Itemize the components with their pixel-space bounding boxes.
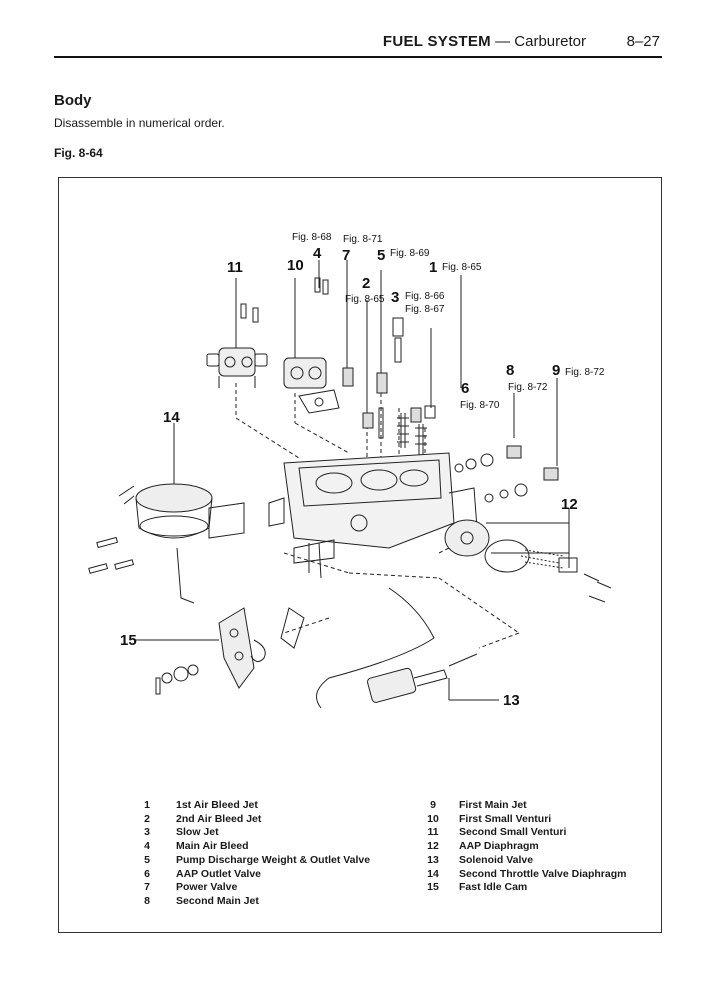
ref-fig-8-71: Fig. 8-71	[343, 234, 383, 245]
legend-number: 8	[144, 894, 150, 907]
legend-part-name: First Small Venturi	[459, 812, 552, 825]
legend-row: 1 1st Air Bleed Jet	[134, 799, 370, 813]
ref-fig-8-66: Fig. 8-66	[405, 291, 445, 302]
header-title: FUEL SYSTEM — Carburetor	[383, 33, 586, 50]
callout-12: 12	[561, 496, 578, 513]
leader-lines	[134, 260, 570, 701]
legend-row: 15 Fast Idle Cam	[421, 881, 626, 895]
legend-part-name: First Main Jet	[459, 799, 527, 811]
legend-number: 11	[427, 826, 439, 839]
page-number: 8–27	[626, 33, 660, 50]
legend-part-name: 1st Air Bleed Jet	[176, 799, 258, 811]
legend-number: 10	[427, 812, 439, 825]
legend-row: 3 Slow Jet	[134, 826, 370, 840]
ref-fig-8-70: Fig. 8-70	[460, 400, 500, 411]
legend-number: 1	[144, 799, 150, 811]
callout-8: 8	[506, 362, 514, 379]
legend-number: 2	[144, 812, 150, 825]
throttle-diaphragm-part	[88, 483, 245, 604]
first-small-venturi-part	[283, 277, 340, 414]
callout-14: 14	[163, 409, 180, 426]
legend-row: 12 AAP Diaphragm	[421, 840, 626, 854]
callout-6: 6	[461, 380, 469, 397]
legend-number: 7	[144, 881, 150, 894]
legend-part-name: Main Air Bleed	[176, 840, 249, 853]
legend-part-name: AAP Diaphragm	[459, 840, 539, 853]
callout-11: 11	[227, 259, 243, 276]
legend-number: 13	[427, 853, 439, 866]
legend-number: 14	[427, 867, 439, 880]
legend-number: 5	[144, 853, 150, 866]
callout-5: 5	[377, 247, 385, 264]
legend-row: 2 2nd Air Bleed Jet	[134, 813, 370, 827]
legend-row: 10 First Small Venturi	[421, 813, 626, 827]
page-header: FUEL SYSTEM — Carburetor 8–27	[54, 30, 662, 58]
legend-part-name: Fast Idle Cam	[459, 881, 528, 894]
legend-row: 5 Pump Discharge Weight & Outlet Valve	[134, 854, 370, 868]
fast-idle-cam-part	[155, 607, 305, 695]
legend-number: 9	[430, 799, 436, 811]
ref-fig-8-69: Fig. 8-69	[390, 248, 430, 259]
figure-frame: 11 10 4 7 5 1 2 3 8 9 6 14 12 15 13 Fig.…	[58, 177, 662, 933]
ref-fig-8-72-b: Fig. 8-72	[508, 382, 548, 393]
callout-3: 3	[391, 289, 399, 306]
legend-part-name: Slow Jet	[176, 826, 219, 839]
solenoid-valve-part	[316, 587, 478, 709]
legend-number: 3	[144, 826, 150, 839]
legend-part-name: 2nd Air Bleed Jet	[176, 812, 262, 825]
main-jets-parts	[454, 445, 559, 503]
legend-row: 11 Second Small Venturi	[421, 826, 626, 840]
jets-and-tubes	[342, 317, 436, 458]
section-title: Body	[54, 92, 92, 109]
carburetor-body	[268, 452, 478, 579]
header-section: FUEL SYSTEM	[382, 33, 491, 50]
callout-7: 7	[342, 247, 350, 264]
aap-diaphragm-part	[444, 519, 612, 603]
callout-10: 10	[287, 257, 304, 274]
legend-number: 12	[427, 840, 439, 853]
callout-2: 2	[362, 275, 370, 292]
legend-part-name: Solenoid Valve	[459, 853, 534, 866]
exploded-diagram: 11 10 4 7 5 1 2 3 8 9 6 14 12 15 13 Fig.…	[88, 232, 612, 709]
legend-part-name: AAP Outlet Valve	[176, 867, 262, 880]
legend-row: 4 Main Air Bleed	[134, 840, 370, 854]
legend-number: 6	[144, 867, 150, 880]
legend-part-name: Second Main Jet	[176, 894, 259, 907]
legend-part-name: Pump Discharge Weight & Outlet Valve	[176, 853, 371, 866]
callout-9: 9	[552, 362, 560, 379]
legend-number: 15	[427, 881, 439, 894]
ref-fig-8-68: Fig. 8-68	[292, 232, 332, 243]
legend-row: 8 Second Main Jet	[134, 895, 370, 909]
legend-row: 7 Power Valve	[134, 881, 370, 895]
callout-13: 13	[503, 692, 520, 709]
callout-1: 1	[429, 259, 437, 276]
legend-part-name: Second Throttle Valve Diaphragm	[459, 867, 627, 880]
legend-row: 13 Solenoid Valve	[421, 854, 626, 868]
legend-row: 14 Second Throttle Valve Diaphragm	[421, 868, 626, 882]
figure-label: Fig. 8-64	[54, 146, 103, 160]
instruction-text: Disassemble in numerical order.	[54, 116, 225, 130]
ref-fig-8-65-a: Fig. 8-65	[442, 262, 482, 273]
callout-15: 15	[120, 632, 137, 649]
second-small-venturi-part	[206, 303, 268, 388]
callout-4: 4	[313, 245, 322, 262]
ref-fig-8-67: Fig. 8-67	[405, 304, 445, 315]
ref-fig-8-72-a: Fig. 8-72	[565, 367, 605, 378]
header-dash: —	[495, 33, 511, 50]
legend-part-name: Power Valve	[176, 881, 238, 894]
legend-row: 6 AAP Outlet Valve	[134, 868, 370, 882]
legend-number: 4	[144, 840, 150, 853]
legend-row: 9 First Main Jet	[421, 799, 626, 813]
header-subsection: Carburetor	[514, 33, 586, 50]
parts-legend-right: 9 First Main Jet 10 First Small Venturi 11…	[421, 799, 626, 895]
ref-fig-8-65-b: Fig. 8-65	[345, 294, 385, 305]
legend-part-name: Second Small Venturi	[459, 826, 567, 839]
